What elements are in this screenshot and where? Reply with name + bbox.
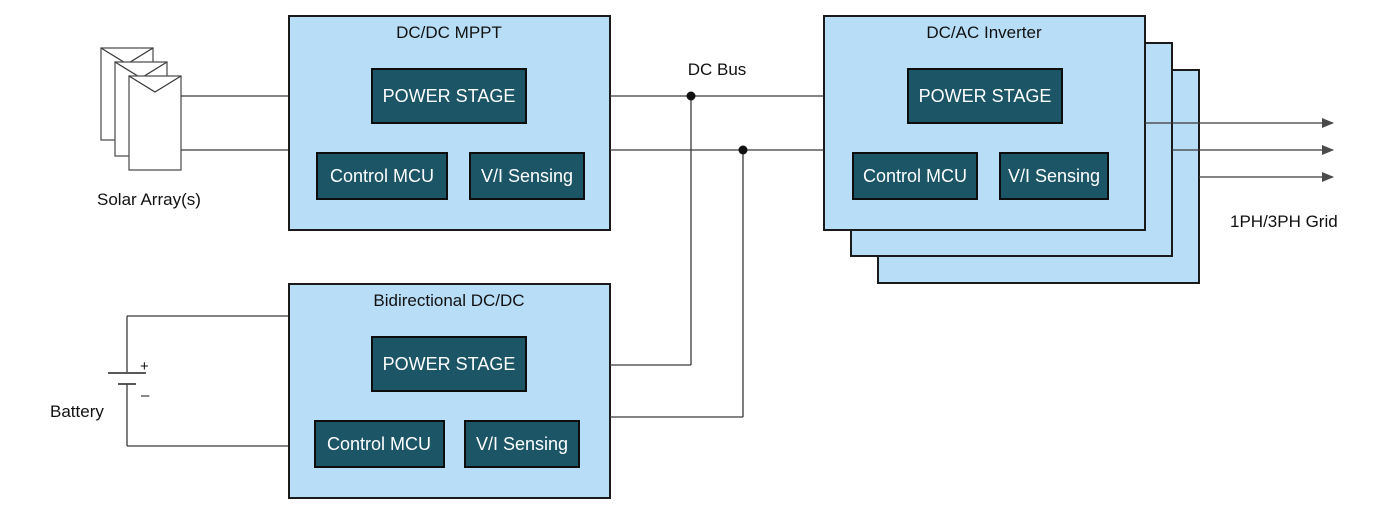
mppt-control-mcu xyxy=(316,152,448,200)
mppt-sensing-label: V/I Sensing xyxy=(481,166,573,186)
grid-label: 1PH/3PH Grid xyxy=(1230,212,1338,231)
dc-bus-junction-top xyxy=(686,91,696,101)
bidirectional-control-mcu xyxy=(314,420,445,468)
solar-array-label: Solar Array(s) xyxy=(97,190,201,209)
inverter-sensing-label: V/I Sensing xyxy=(1008,166,1100,186)
inverter-control-mcu-label: Control MCU xyxy=(863,166,967,186)
inverter-title: DC/AC Inverter xyxy=(926,23,1042,42)
inverter-power-stage-label: POWER STAGE xyxy=(919,86,1052,106)
dc-bus-label: DC Bus xyxy=(688,60,747,79)
bidirectional-title: Bidirectional DC/DC xyxy=(373,291,524,310)
dc-bus-wires xyxy=(610,91,824,418)
mppt-title: DC/DC MPPT xyxy=(396,23,502,42)
inverter-control-mcu xyxy=(852,152,978,200)
battery-plus-sign: + xyxy=(140,358,149,375)
battery-minus-sign: – xyxy=(141,387,150,404)
battery-label: Battery xyxy=(50,402,104,421)
inverter-block-stack: DC/AC Inverter POWER STAGE Control MCU V… xyxy=(823,15,1200,284)
grid-output-arrows xyxy=(1145,118,1334,182)
mppt-control-mcu-label: Control MCU xyxy=(330,166,434,186)
bidirectional-sensing xyxy=(464,420,580,468)
bidirectional-control-mcu-label: Control MCU xyxy=(327,434,431,454)
dc-bus-junction-bottom xyxy=(738,145,748,155)
battery-icon xyxy=(108,315,289,447)
inverter-power-stage xyxy=(907,68,1063,124)
mppt-power-stage-label: POWER STAGE xyxy=(383,86,516,106)
bidirectional-power-stage-label: POWER STAGE xyxy=(383,354,516,374)
bidirectional-sensing-label: V/I Sensing xyxy=(476,434,568,454)
mppt-sensing xyxy=(469,152,585,200)
mppt-power-stage xyxy=(371,68,527,124)
bidirectional-power-stage xyxy=(371,336,527,392)
mppt-block: DC/DC MPPT POWER STAGE Control MCU V/I S… xyxy=(288,15,611,231)
inverter-sensing xyxy=(999,152,1109,200)
solar-array-icon xyxy=(100,47,182,171)
bidirectional-block: Bidirectional DC/DC POWER STAGE Control … xyxy=(288,283,611,499)
